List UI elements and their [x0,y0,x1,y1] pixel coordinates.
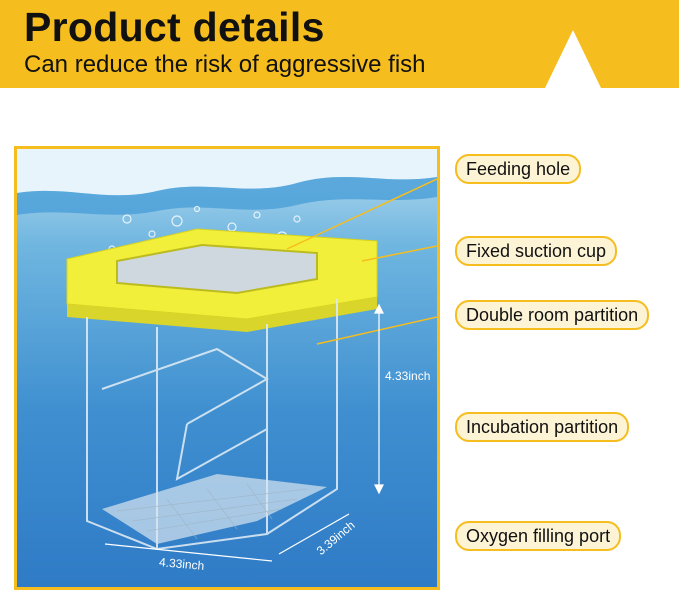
callout-incubation-partition: Incubation partition [455,412,630,442]
breeding-box-illustration [17,149,437,562]
callout-fixed-suction-cup: Fixed suction cup [455,236,618,266]
water-wave [17,177,437,215]
height-dimension: 4.33inch [385,369,431,383]
product-photo: 4.33inch 4.33inch 3.39inch [14,146,440,590]
dimension-lines [104,303,384,562]
header-banner: Product details Can reduce the risk of a… [0,0,679,88]
callout-oxygen-filling-port: Oxygen filling port [455,521,622,551]
water-surface [17,149,437,196]
rim-side [67,297,377,332]
banner-notch [545,30,601,88]
feeding-hole [116,243,318,295]
callout-feeding-hole: Feeding hole [455,154,582,184]
callout-double-room-partition: Double room partition [455,300,650,330]
page-title: Product details [24,4,325,50]
page-subtitle: Can reduce the risk of aggressive fish [24,51,426,78]
grid-floor [102,474,327,544]
